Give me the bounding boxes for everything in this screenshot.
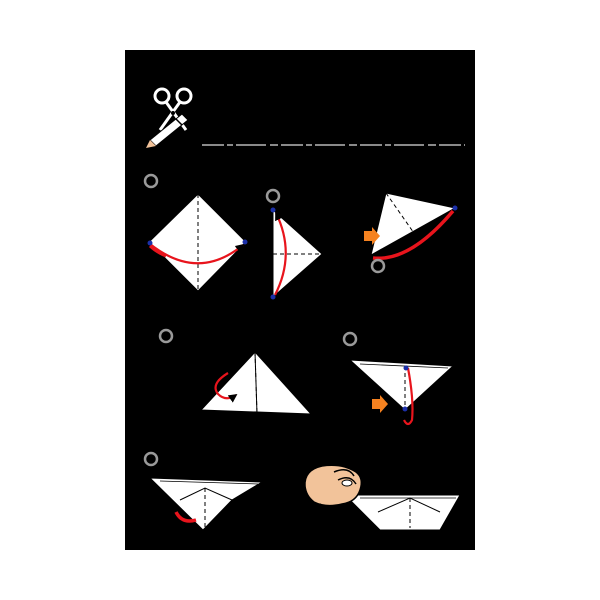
step-1 <box>143 173 248 292</box>
step-number-circle <box>265 188 281 204</box>
corner-dot <box>270 207 276 213</box>
fold-arrow <box>174 511 197 523</box>
step-number-circle <box>158 328 174 344</box>
corner-dot <box>403 365 409 371</box>
hand-icon <box>304 464 363 511</box>
paper-triangle <box>370 192 457 256</box>
step-7 <box>304 464 461 531</box>
pencil-icon <box>146 113 189 148</box>
scissors-icon <box>153 87 193 131</box>
paper-boat <box>343 494 461 531</box>
corner-dot <box>402 406 408 412</box>
push-arrow <box>372 395 388 413</box>
step-4 <box>158 328 313 415</box>
step-3 <box>364 192 458 274</box>
corner-dot <box>452 205 458 211</box>
fold-arrow <box>372 209 455 261</box>
corner-dot <box>147 240 153 246</box>
paper-square <box>148 193 247 292</box>
step-2 <box>265 188 323 300</box>
fold-arrow <box>274 211 287 296</box>
paper-boat <box>148 477 264 531</box>
instruction-sheet <box>125 50 475 550</box>
step-number-circle <box>370 258 386 274</box>
step-number-circle <box>143 451 159 467</box>
fold-arrow <box>403 367 414 426</box>
step-number-circle <box>342 331 358 347</box>
corner-dot <box>242 239 248 245</box>
corner-dot <box>270 294 276 300</box>
paper-triangle <box>348 359 455 411</box>
fold-arrow <box>214 372 238 403</box>
step-5 <box>342 331 455 426</box>
step-number-circle <box>143 173 159 189</box>
push-arrow <box>364 227 380 245</box>
fold-arrow <box>149 243 245 265</box>
step-6 <box>143 451 264 531</box>
